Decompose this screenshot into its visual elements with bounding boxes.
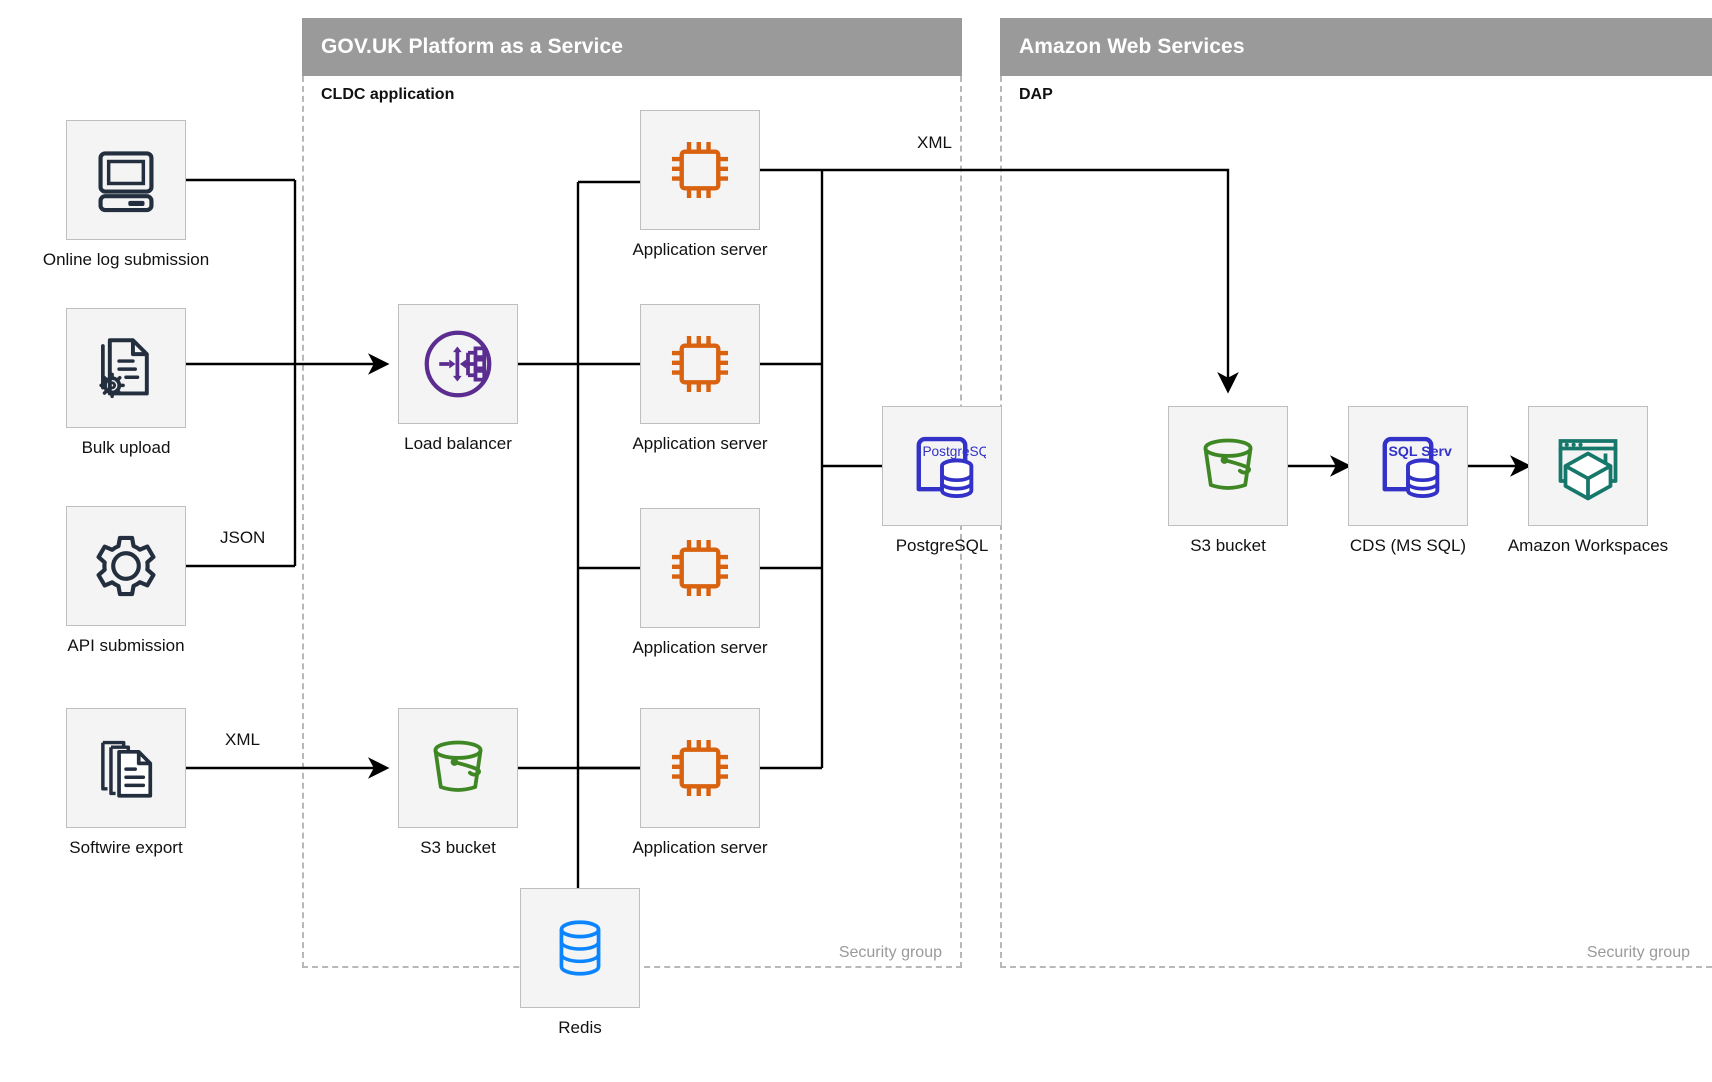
node-box bbox=[66, 506, 186, 626]
node-box bbox=[640, 508, 760, 628]
node-box bbox=[66, 308, 186, 428]
node-softwire-export[interactable]: Softwire export bbox=[66, 708, 186, 857]
edge-label-softwire-xml: XML bbox=[225, 730, 260, 749]
node-box bbox=[1168, 406, 1288, 526]
s3-bucket-icon bbox=[433, 740, 483, 792]
cpu-chip-icon bbox=[671, 335, 729, 393]
sql-server-icon: SQL Server bbox=[1382, 436, 1452, 498]
node-label: Application server bbox=[632, 838, 768, 857]
node-label: CDS (MS SQL) bbox=[1349, 536, 1467, 555]
amazon-workspaces-icon bbox=[1558, 439, 1618, 501]
zone-subtitle-dap: DAP bbox=[1019, 86, 1053, 103]
s3-bucket-icon bbox=[1203, 438, 1253, 490]
load-balancer-icon bbox=[424, 330, 492, 398]
wire-app1-xml-to-s3 bbox=[760, 168, 1239, 394]
node-label: Redis bbox=[558, 1018, 602, 1037]
node-box bbox=[398, 304, 518, 424]
node-label: S3 bucket bbox=[420, 838, 496, 857]
gear-icon bbox=[96, 535, 156, 597]
sql-server-wordmark: SQL Server bbox=[1388, 444, 1452, 460]
node-application-server-1[interactable]: Application server bbox=[632, 110, 768, 259]
node-box: SQL Server bbox=[1348, 406, 1468, 526]
node-amazon-workspaces[interactable]: Amazon Workspaces bbox=[1508, 406, 1668, 555]
node-api-submission[interactable]: API submission bbox=[66, 506, 186, 655]
document-stack-icon bbox=[101, 740, 153, 798]
node-box bbox=[640, 110, 760, 230]
node-postgresql[interactable]: PostgreSQL PostgreSQL bbox=[882, 406, 1002, 555]
node-label: S3 bucket bbox=[1190, 536, 1266, 555]
edge-label-app-xml: XML bbox=[917, 133, 952, 152]
node-application-server-4[interactable]: Application server bbox=[632, 708, 768, 857]
postgresql-wordmark: PostgreSQL bbox=[922, 444, 986, 459]
cpu-chip-icon bbox=[671, 539, 729, 597]
node-box bbox=[1528, 406, 1648, 526]
node-bulk-upload[interactable]: Bulk upload bbox=[66, 308, 186, 457]
node-s3-bucket-aws[interactable]: S3 bucket bbox=[1168, 406, 1288, 555]
node-label: Online log submission bbox=[42, 250, 210, 269]
node-cds-ms-sql[interactable]: SQL Server CDS (MS SQL) bbox=[1348, 406, 1468, 555]
node-box bbox=[520, 888, 640, 1008]
node-application-server-3[interactable]: Application server bbox=[632, 508, 768, 657]
node-redis[interactable]: Redis bbox=[520, 888, 640, 1037]
cpu-chip-icon bbox=[671, 739, 729, 797]
cpu-chip-icon bbox=[671, 141, 729, 199]
node-box bbox=[640, 304, 760, 424]
node-box bbox=[66, 708, 186, 828]
security-group-label-paas: Security group bbox=[838, 944, 942, 961]
node-label: API submission bbox=[67, 636, 185, 655]
node-label: Load balancer bbox=[404, 434, 512, 453]
node-label: Application server bbox=[632, 240, 768, 259]
postgresql-icon: PostgreSQL bbox=[916, 436, 986, 498]
node-label: Softwire export bbox=[69, 838, 183, 857]
node-online-log-submission[interactable]: Online log submission bbox=[43, 120, 209, 269]
edge-label-json: JSON bbox=[220, 528, 266, 547]
node-box bbox=[640, 708, 760, 828]
desktop-computer-icon bbox=[98, 151, 154, 213]
zone-header-paas: GOV.UK Platform as a Service bbox=[302, 18, 962, 76]
node-application-server-2[interactable]: Application server bbox=[632, 304, 768, 453]
document-gear-icon bbox=[99, 338, 149, 399]
zone-header-aws: Amazon Web Services bbox=[1000, 18, 1712, 76]
node-label: Application server bbox=[632, 434, 768, 453]
node-s3-bucket-paas[interactable]: S3 bucket bbox=[398, 708, 518, 857]
zone-subtitle-cldc: CLDC application bbox=[321, 86, 455, 103]
node-load-balancer[interactable]: Load balancer bbox=[398, 304, 518, 453]
node-label: Application server bbox=[632, 638, 768, 657]
redis-database-icon bbox=[559, 920, 601, 976]
zone-title-aws: Amazon Web Services bbox=[1019, 35, 1245, 58]
node-label: PostgreSQL bbox=[895, 536, 989, 555]
security-group-label-aws: Security group bbox=[1586, 944, 1690, 961]
zone-title-paas: GOV.UK Platform as a Service bbox=[321, 35, 623, 58]
node-box bbox=[66, 120, 186, 240]
node-box bbox=[398, 708, 518, 828]
node-box: PostgreSQL bbox=[882, 406, 1002, 526]
node-label: Bulk upload bbox=[81, 438, 171, 457]
node-label: Amazon Workspaces bbox=[1507, 536, 1669, 555]
